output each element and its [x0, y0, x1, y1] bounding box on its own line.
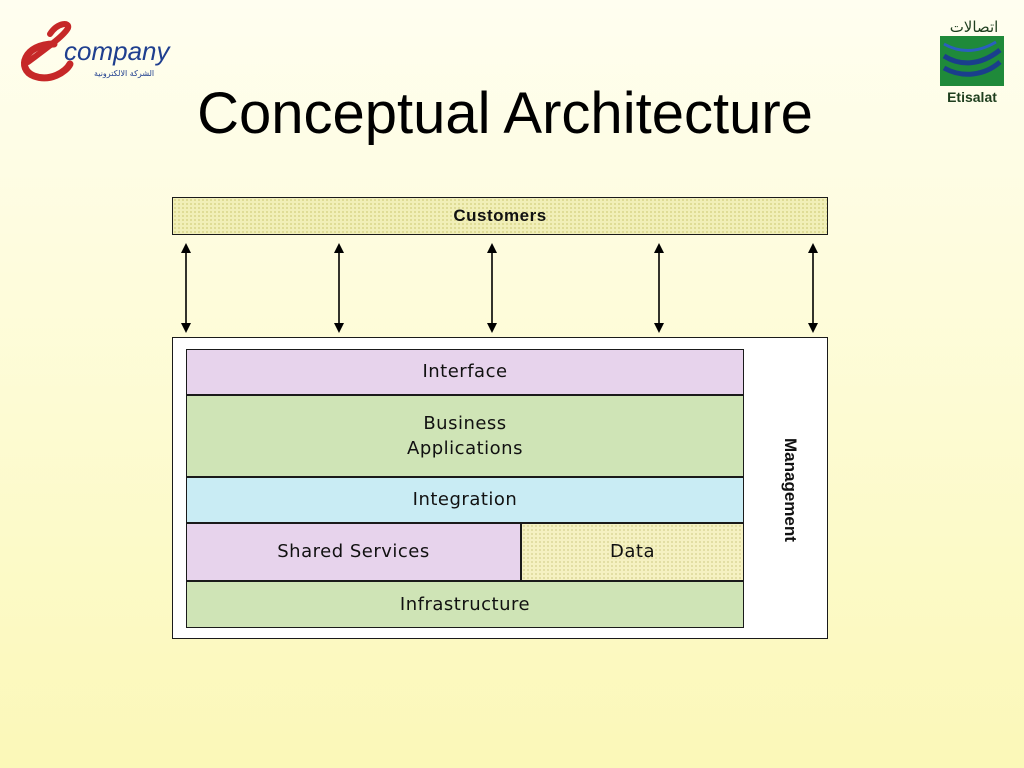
business-label-line1: Business: [423, 412, 507, 434]
svg-text:company: company: [64, 36, 171, 66]
page-title: Conceptual Architecture: [197, 81, 813, 146]
management-label: Management: [781, 438, 800, 542]
svg-text:الشركة الالكترونية: الشركة الالكترونية: [94, 69, 154, 78]
shared-services-layer: Shared Services: [186, 523, 521, 581]
integration-layer: Integration: [186, 477, 744, 523]
business-label-line2: Applications: [407, 438, 523, 459]
etisalat-logo: اتصالات Etisalat: [934, 14, 1010, 106]
business-applications-layer: Business Applications: [186, 395, 744, 477]
svg-text:اتصالات: اتصالات: [950, 18, 999, 36]
interface-layer: Interface: [186, 349, 744, 395]
infrastructure-layer: Infrastructure: [186, 581, 744, 628]
customers-box: Customers: [172, 197, 828, 235]
data-layer: Data: [521, 523, 744, 581]
svg-text:Etisalat: Etisalat: [947, 89, 997, 105]
ecompany-logo: company الشركة الالكترونية: [14, 14, 174, 86]
